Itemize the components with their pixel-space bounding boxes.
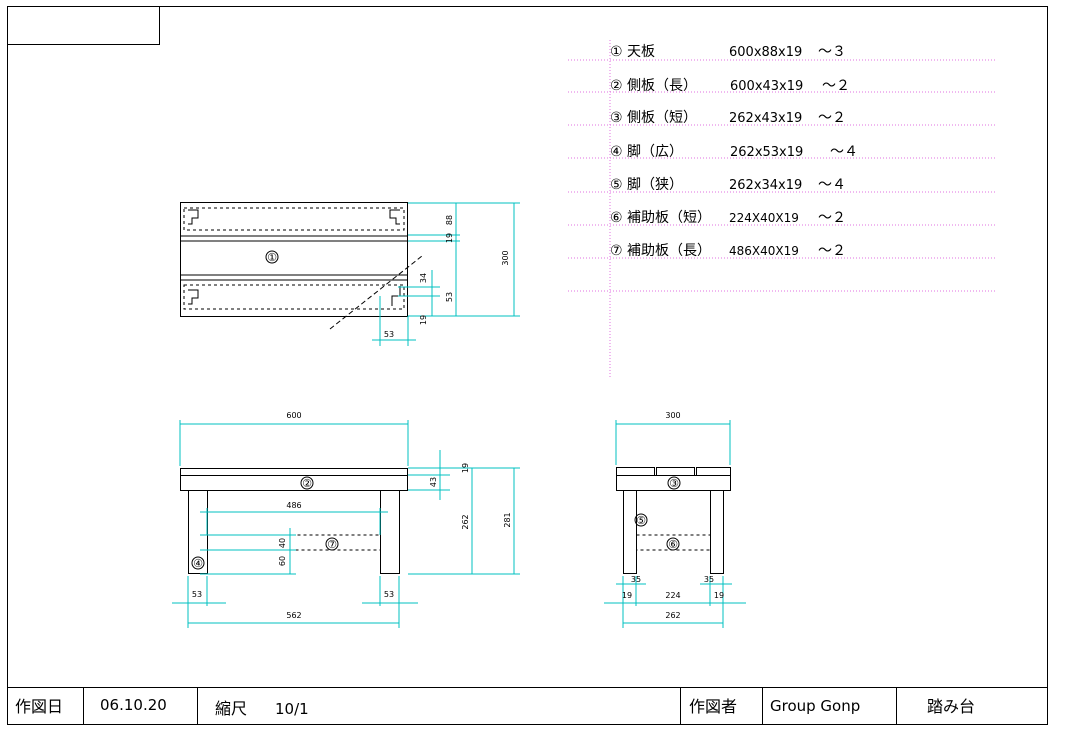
top-view: ① 88 19 300 34 53 19 53 — [180, 202, 520, 346]
drawing-title: 踏み台 — [927, 697, 975, 716]
top-outline — [180, 202, 408, 317]
part-3-qty: ～２ — [818, 110, 846, 126]
top-board-gap-1 — [180, 235, 408, 242]
part-1-spec: 600x88x19 — [729, 45, 802, 60]
part-7-spec: 486X40X19 — [729, 244, 799, 258]
part-5-spec: 262x34x19 — [729, 178, 802, 193]
author-value: Group Gonp — [770, 697, 860, 715]
side-board — [616, 475, 731, 491]
side-dim-300: 300 — [665, 411, 680, 420]
dim-262: 262 — [461, 514, 470, 529]
sheet-border — [7, 6, 1048, 725]
dim-19-small: 19 — [419, 315, 428, 325]
dim-88: 88 — [445, 215, 454, 225]
dim-486: 486 — [286, 501, 301, 510]
side-dim-19-right: 19 — [714, 591, 724, 600]
date-label: 作図日 — [15, 697, 63, 716]
part-7-label: ⑦ 補助板（長） — [610, 243, 711, 259]
part-2-spec: 600x43x19 — [730, 79, 803, 94]
side-view: ③ ⑤ ⑥ 300 35 35 19 224 19 262 — [604, 411, 746, 628]
part-6-label: ⑥ 補助板（短） — [610, 210, 711, 226]
part-3-label: ③ 側板（短） — [610, 110, 697, 126]
scale-value: 10/1 — [275, 700, 309, 718]
part-4-label: ④ 脚（広） — [610, 144, 683, 160]
marker-6: ⑥ — [668, 538, 678, 551]
dim-43: 43 — [429, 477, 438, 487]
front-brace — [207, 534, 381, 551]
dim-19: 19 — [461, 463, 470, 473]
part-5-qty: ～４ — [818, 177, 846, 193]
title-block: 作図日 06.10.20 縮尺 10/1 作図者 Group Gonp 踏み台 — [7, 687, 1047, 724]
marker-2: ② — [302, 477, 312, 490]
marker-1: ① — [267, 251, 277, 264]
front-leg-right — [380, 490, 400, 574]
part-6-qty: ～２ — [818, 210, 846, 226]
front-view: ② ④ ⑦ 600 19 43 262 281 486 40 60 — [172, 411, 520, 628]
front-side-board — [180, 475, 408, 491]
author-label: 作図者 — [689, 697, 737, 716]
side-dim-262: 262 — [665, 611, 680, 620]
marker-3: ③ — [669, 477, 679, 490]
date-value: 06.10.20 — [100, 696, 167, 714]
dim-281: 281 — [503, 512, 512, 527]
dim-562: 562 — [286, 611, 301, 620]
side-dim-19-left: 19 — [622, 591, 632, 600]
part-1-qty: ～３ — [818, 44, 846, 60]
side-dim-35-right: 35 — [704, 575, 714, 584]
marker-7: ⑦ — [327, 538, 337, 551]
part-2-label: ② 側板（長） — [610, 78, 697, 94]
top-board-gap-2 — [180, 274, 408, 281]
dim-53-vertical: 53 — [445, 292, 454, 302]
part-3-spec: 262x43x19 — [729, 111, 802, 126]
dim-53-right: 53 — [384, 590, 394, 599]
section-line — [329, 255, 423, 330]
front-top-board — [180, 468, 408, 476]
parts-list: ① 天板 600x88x19 ～３ ② 側板（長） 600x43x19 ～２ ③… — [568, 40, 995, 378]
side-leg-left — [623, 490, 637, 574]
part-6-spec: 224X40X19 — [729, 211, 799, 225]
dim-34: 34 — [419, 273, 428, 283]
part-7-qty: ～２ — [818, 243, 846, 259]
side-dim-35-left: 35 — [631, 575, 641, 584]
part-4-qty: ～４ — [830, 144, 858, 160]
part-5-label: ⑤ 脚（狭） — [610, 177, 683, 193]
part-4-spec: 262x53x19 — [730, 145, 803, 160]
dim-60: 60 — [278, 556, 287, 566]
part-2-qty: ～２ — [822, 78, 850, 94]
marker-4: ④ — [193, 557, 203, 570]
side-leg-right — [710, 490, 724, 574]
dim-40: 40 — [278, 538, 287, 548]
dim-300: 300 — [501, 250, 510, 265]
dim-19: 19 — [445, 233, 454, 243]
marker-5: ⑤ — [636, 514, 646, 527]
dim-53-left: 53 — [192, 590, 202, 599]
top-left-box — [7, 6, 160, 45]
dim-53-horizontal: 53 — [384, 330, 394, 339]
dim-600: 600 — [286, 411, 301, 420]
side-dim-224: 224 — [665, 591, 680, 600]
part-1-label: ① 天板 — [610, 44, 655, 60]
scale-label: 縮尺 — [215, 699, 247, 718]
